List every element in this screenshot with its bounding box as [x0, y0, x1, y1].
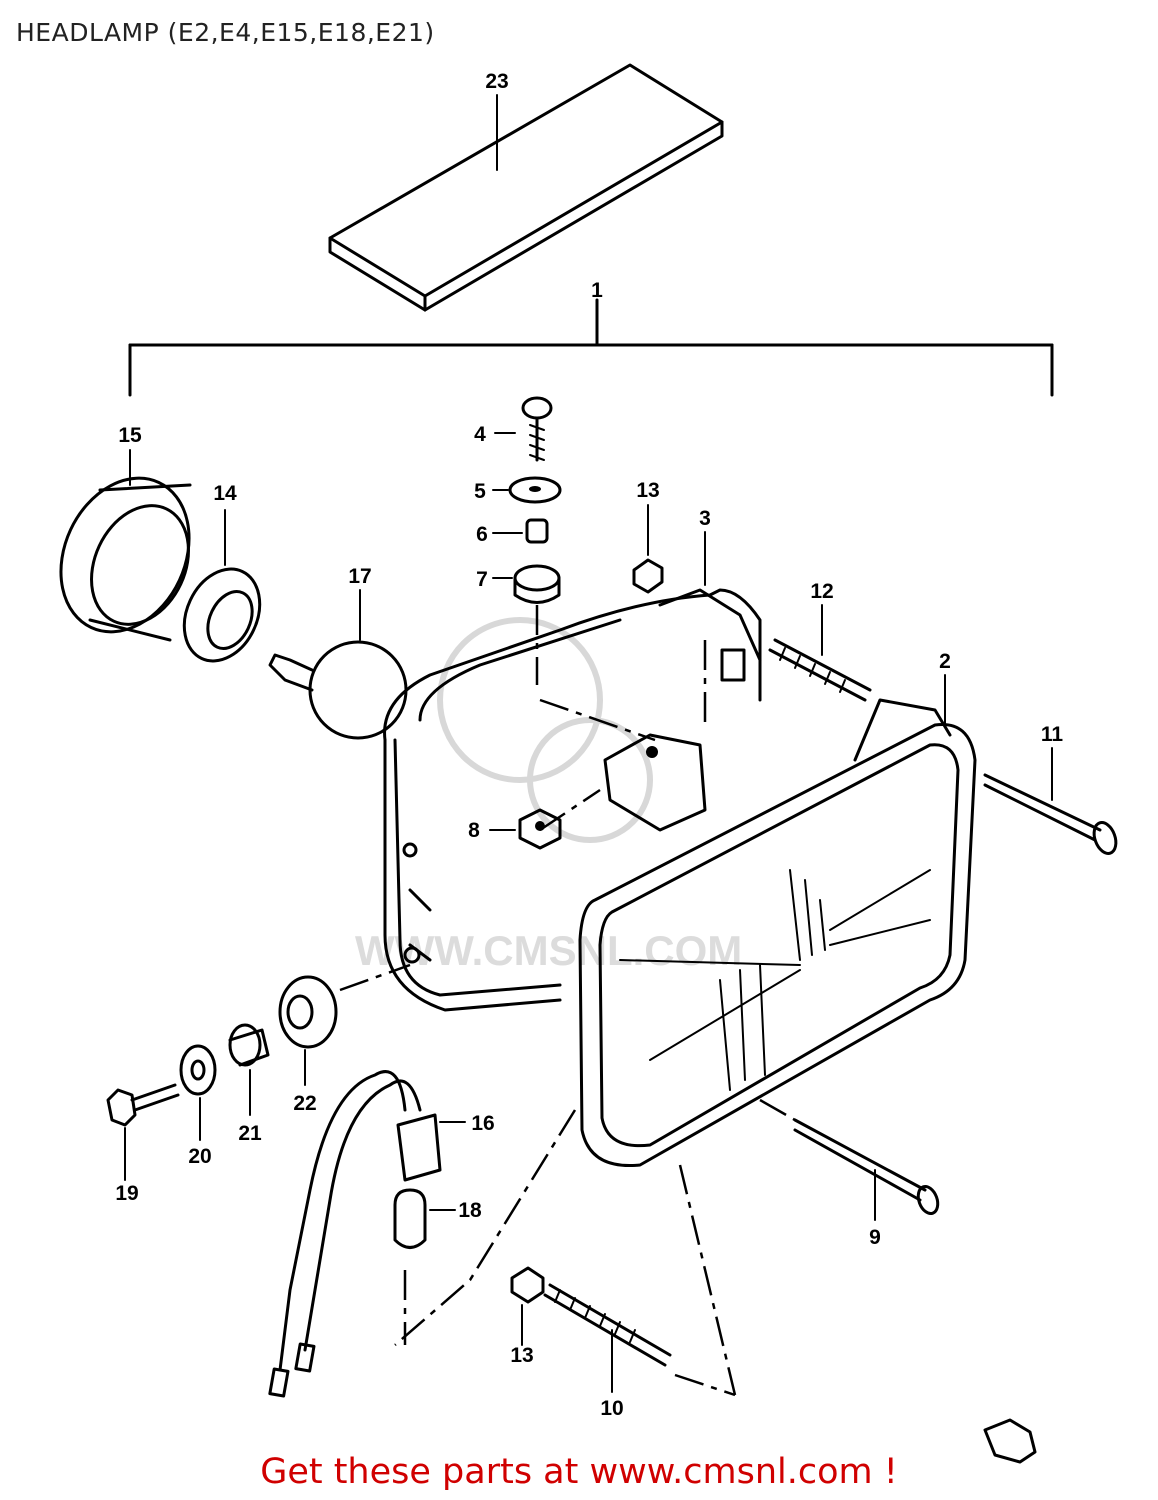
label-4: 4: [474, 423, 486, 446]
label-5: 5: [474, 480, 486, 503]
label-13-bottom: 13: [510, 1344, 533, 1367]
label-1: 1: [591, 279, 603, 302]
headlamp-housing: [339, 588, 762, 1012]
label-19: 19: [115, 1182, 138, 1205]
part-19-bolt: [106, 1083, 180, 1181]
part-8-nut: [489, 808, 562, 850]
part-17-bulb: [268, 589, 408, 740]
label-22: 22: [293, 1092, 316, 1115]
label-20: 20: [188, 1145, 211, 1168]
label-13-top: 13: [636, 479, 659, 502]
label-16: 16: [471, 1112, 494, 1135]
part-23-pad: [328, 63, 724, 312]
part-13-nut-bottom: [510, 1266, 545, 1346]
part-22-grommet: [278, 975, 338, 1086]
label-21: 21: [238, 1122, 262, 1145]
part-15-rim: [59, 449, 192, 642]
footer-link[interactable]: Get these parts at www.cmsnl.com !: [260, 1452, 898, 1492]
label-2: 2: [939, 650, 951, 673]
watermark: WWW.CMSNL.COM: [355, 617, 742, 974]
label-9: 9: [869, 1226, 881, 1249]
label-12: 12: [810, 580, 833, 603]
label-23: 23: [485, 70, 508, 93]
label-8: 8: [468, 819, 480, 842]
part-labels: 23 1 15 4 5 6 7 14 13 3 17 12 2 11 8 22 …: [115, 70, 1063, 1420]
part-11-screw: [983, 747, 1118, 855]
diagram-title: HEADLAMP (E2,E4,E15,E18,E21): [16, 18, 435, 47]
watermark-text: WWW.CMSNL.COM: [355, 927, 742, 974]
label-10: 10: [600, 1397, 623, 1420]
part-3-wire-clip: [658, 531, 762, 730]
part-18-bulb: [393, 1188, 456, 1249]
fastener-stack-4-7: [492, 396, 562, 685]
part-21-collar: [228, 1023, 270, 1116]
part-2-sealed-beam: [578, 674, 977, 1168]
part-13-nut-top: [632, 504, 664, 594]
label-18: 18: [458, 1199, 482, 1222]
assembly-dash-lines: [394, 1109, 737, 1397]
assembly-bracket-1: [128, 298, 1054, 397]
label-6: 6: [476, 523, 488, 546]
part-9-screw: [759, 1098, 940, 1221]
label-14: 14: [213, 482, 237, 505]
part-16-socket-wiring: [268, 1070, 466, 1398]
label-3: 3: [699, 507, 711, 530]
label-7: 7: [476, 568, 488, 591]
label-15: 15: [118, 424, 142, 447]
part-12-adjust-screw: [768, 604, 872, 702]
label-11: 11: [1041, 723, 1064, 746]
corner-mark: [983, 1418, 1037, 1464]
part-20-washer: [179, 1044, 217, 1141]
label-17: 17: [348, 565, 371, 588]
part-14-socket-ring: [182, 509, 262, 663]
part-10-stud: [543, 1283, 672, 1393]
